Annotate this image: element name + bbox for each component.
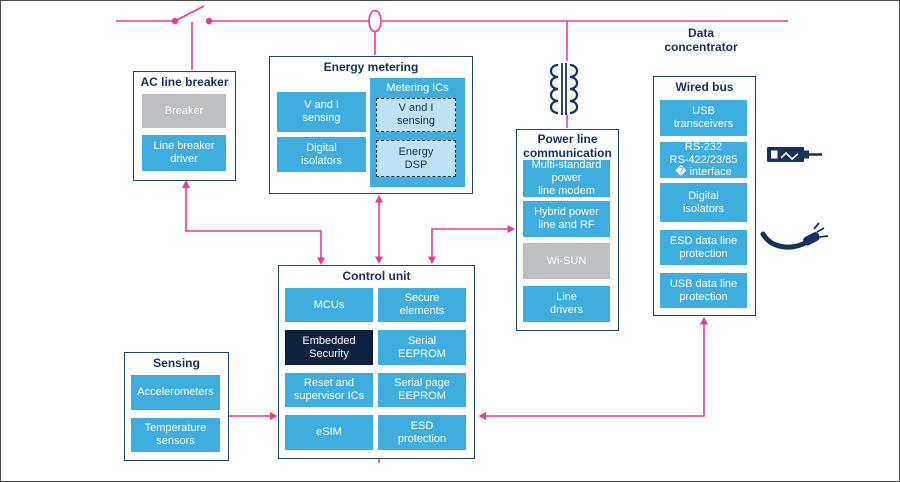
group-energy-metering: Energy metering V and I sensing Digital … [269, 56, 473, 194]
chip-accelerometers[interactable]: Accelerometers [131, 375, 220, 410]
group-metering-ics: Metering ICs V and I sensing Energy DSP [370, 78, 465, 187]
group-control-unit: Control unit MCUs Secure elements Embedd… [278, 265, 475, 459]
group-sensing: Sensing Accelerometers Temperature senso… [124, 352, 229, 461]
chip-embedded-security[interactable]: Embedded Security [285, 330, 373, 365]
chip-line-breaker-driver[interactable]: Line breaker driver [142, 135, 226, 171]
chip-line-drivers[interactable]: Line drivers [523, 286, 610, 322]
chip-reset-and-supervisor-ics[interactable]: Reset and supervisor ICs [285, 373, 373, 407]
chip-energy-dsp[interactable]: Energy DSP [376, 140, 456, 177]
chip-digital-isolators[interactable]: Digital isolators [277, 137, 366, 172]
chip-hybrid-power-line-and-rf[interactable]: Hybrid power line and RF [523, 201, 610, 237]
group-ac-line-breaker: AC line breaker Breaker Line breaker dri… [133, 71, 236, 181]
switch-icon [171, 5, 213, 25]
chip-mcus[interactable]: MCUs [285, 288, 373, 322]
chip-metering-v-and-i-sensing[interactable]: V and I sensing [376, 98, 456, 132]
chip-serial-eeprom[interactable]: Serial EEPROM [378, 330, 466, 365]
chip-esd-data-line-protection[interactable]: ESD data line protection [660, 230, 747, 265]
transformer-icon [543, 61, 585, 115]
power-cable-icon [760, 222, 829, 250]
chip-wi-sun[interactable]: Wi-SUN [523, 243, 610, 279]
group-title-wired-bus: Wired bus [675, 80, 734, 94]
chip-v-and-i-sensing[interactable]: V and I sensing [277, 92, 366, 132]
chip-usb-data-line-protection[interactable]: USB data line protection [660, 273, 747, 308]
group-title-sensing: Sensing [153, 356, 200, 370]
chip-multi-standard-power-line-modem[interactable]: Multi-standard power line modem [523, 159, 610, 197]
chip-rs232-interface[interactable]: RS-232 RS-422/23/85 � interface [660, 141, 747, 178]
group-title-metering-ics: Metering ICs [386, 82, 449, 94]
group-power-line-communication: Power line communication Multi-standard … [516, 129, 619, 331]
group-title-power-line-communication: Power line communication [523, 132, 612, 160]
chip-digital-isolators-wired-bus[interactable]: Digital isolators [660, 183, 747, 222]
current-sensor-icon [368, 9, 382, 33]
group-wired-bus: Wired bus USB transceivers RS-232 RS-422… [653, 76, 756, 316]
chip-esd-protection[interactable]: ESD protection [378, 415, 466, 450]
chip-usb-transceivers[interactable]: USB transceivers [660, 100, 747, 136]
group-title-control-unit: Control unit [342, 269, 411, 283]
chip-temperature-sensors[interactable]: Temperature sensors [131, 418, 220, 452]
group-title-ac-line-breaker: AC line breaker [140, 75, 229, 89]
chip-breaker[interactable]: Breaker [142, 94, 226, 128]
usb-connector-icon [767, 147, 822, 162]
chip-secure-elements[interactable]: Secure elements [378, 288, 466, 322]
group-title-energy-metering: Energy metering [323, 60, 419, 74]
chip-esim[interactable]: eSIM [285, 415, 373, 450]
data-concentrator-label: Data concentrator [664, 26, 738, 55]
chip-serial-page-eeprom[interactable]: Serial page EEPROM [378, 373, 466, 407]
